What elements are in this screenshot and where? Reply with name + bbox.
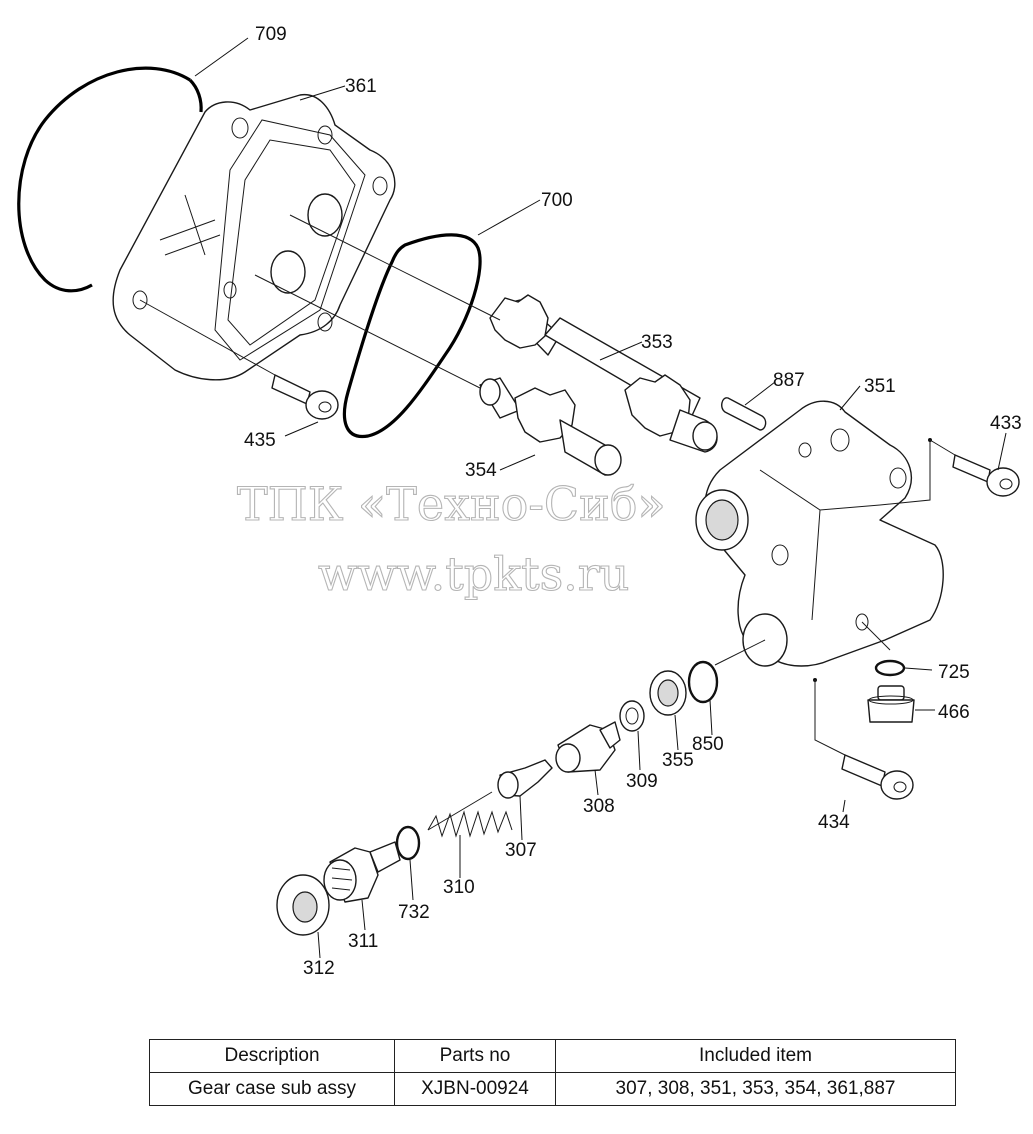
table-row: Gear case sub assy XJBN-00924 307, 308, … bbox=[149, 1072, 956, 1106]
callout-307: 307 bbox=[505, 840, 537, 861]
callout-700: 700 bbox=[541, 190, 573, 211]
callout-434: 434 bbox=[818, 812, 850, 833]
part-310-spring bbox=[427, 791, 513, 838]
part-351-gear-case-body bbox=[695, 400, 956, 756]
callout-361: 361 bbox=[345, 76, 377, 97]
part-850-snap-ring bbox=[687, 639, 766, 704]
callout-709: 709 bbox=[255, 24, 287, 45]
part-434-bolt bbox=[841, 754, 914, 800]
part-354-gear-shaft bbox=[254, 274, 622, 476]
part-700-o-ring bbox=[342, 233, 482, 439]
part-307-poppet bbox=[497, 759, 553, 799]
callout-351: 351 bbox=[864, 376, 896, 397]
cell-parts-no: XJBN-00924 bbox=[394, 1072, 556, 1106]
callout-labels: 709 361 700 353 887 351 433 435 354 725 … bbox=[244, 24, 1022, 979]
part-435-bolt bbox=[139, 299, 339, 420]
callout-311: 311 bbox=[348, 931, 378, 952]
part-725-o-ring bbox=[874, 659, 906, 677]
header-parts-no: Parts no bbox=[394, 1039, 556, 1073]
table-header-row: Description Parts no Included item bbox=[149, 1039, 956, 1073]
header-included-item: Included item bbox=[555, 1039, 956, 1073]
callout-353: 353 bbox=[641, 332, 673, 353]
callout-312: 312 bbox=[303, 958, 335, 979]
exploded-parts-diagram: ТПК «Техно-Сиб» www.tpkts.ru 709 361 700… bbox=[17, 24, 1022, 979]
cell-description: Gear case sub assy bbox=[149, 1072, 395, 1106]
part-312-nut bbox=[276, 874, 330, 936]
part-353-gear-shaft bbox=[289, 214, 718, 453]
callout-435: 435 bbox=[244, 430, 276, 451]
callout-732: 732 bbox=[398, 902, 430, 923]
callout-309: 309 bbox=[626, 771, 658, 792]
callout-466: 466 bbox=[938, 702, 970, 723]
watermark-url: www.tpkts.ru bbox=[318, 547, 629, 601]
part-433-bolt bbox=[952, 454, 1020, 497]
callout-725: 725 bbox=[938, 662, 970, 683]
callout-310: 310 bbox=[443, 877, 475, 898]
callout-308: 308 bbox=[583, 796, 615, 817]
callout-354: 354 bbox=[465, 460, 497, 481]
watermark-company: ТПК «Техно-Сиб» bbox=[237, 477, 666, 531]
part-311-plug bbox=[323, 841, 401, 903]
part-309-collar bbox=[619, 700, 645, 732]
header-description: Description bbox=[149, 1039, 395, 1073]
part-732-o-ring bbox=[395, 825, 421, 861]
part-887-pin bbox=[721, 397, 767, 431]
part-709-o-ring bbox=[17, 66, 203, 293]
part-361-gear-case bbox=[112, 94, 396, 381]
part-466-plug bbox=[867, 685, 915, 723]
part-355-bearing bbox=[649, 670, 687, 716]
cell-included-item: 307, 308, 351, 353, 354, 361,887 bbox=[555, 1072, 956, 1106]
callout-433: 433 bbox=[990, 413, 1022, 434]
callout-355: 355 bbox=[662, 750, 694, 771]
callout-850: 850 bbox=[692, 734, 724, 755]
part-308-sleeve bbox=[555, 721, 621, 773]
parts-table: Description Parts no Included item Gear … bbox=[149, 1039, 956, 1106]
callout-887: 887 bbox=[773, 370, 805, 391]
leader-lines bbox=[194, 37, 1007, 959]
